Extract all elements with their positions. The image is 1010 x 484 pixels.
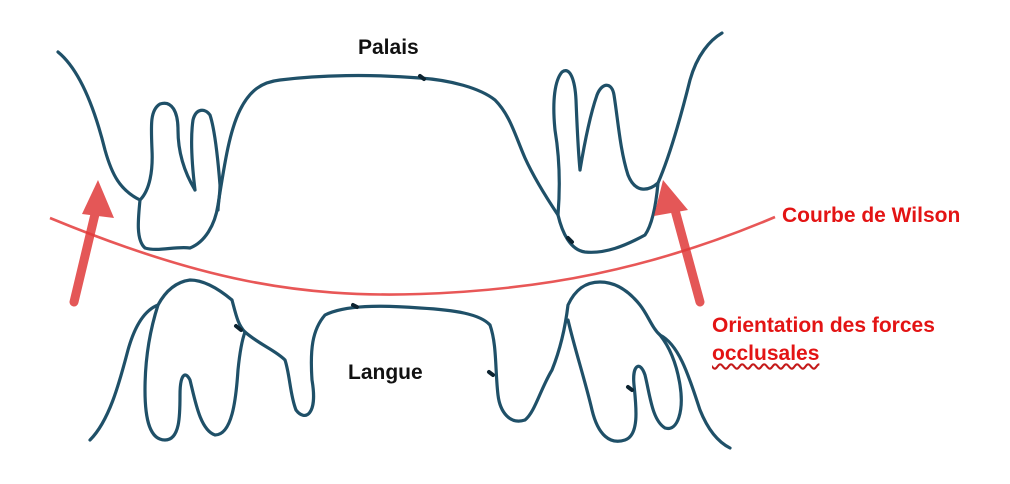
left-upper-molar-roots <box>140 103 220 210</box>
wilson-curve <box>50 217 775 295</box>
left-lower-molar-roots <box>145 305 245 440</box>
outline-mark <box>628 387 632 390</box>
outline-mark <box>353 305 357 307</box>
occlusal-forces-label-line1: Orientation des forces <box>712 314 935 338</box>
right-upper-molar-roots <box>554 71 658 215</box>
occlusal-forces-label-line2: occlusales <box>712 342 819 366</box>
wilson-curve-label: Courbe de Wilson <box>782 204 960 228</box>
tongue-label: Langue <box>348 361 423 385</box>
right-lower-molar-roots <box>568 320 681 441</box>
palate-label: Palais <box>358 36 419 60</box>
outline-mark <box>568 238 572 242</box>
up-arrow-icon-right <box>654 180 700 302</box>
outline-mark <box>420 76 424 79</box>
outline-mark <box>489 372 493 375</box>
